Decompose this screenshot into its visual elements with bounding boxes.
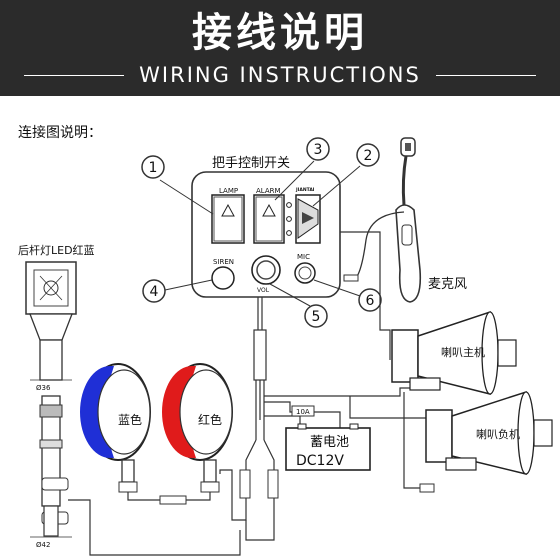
lamp-switch-face — [213, 196, 243, 242]
panel-title: 把手控制开关 — [212, 156, 290, 171]
siren-button — [211, 266, 235, 290]
lightbar-neck — [29, 313, 73, 341]
alarm-switch-arrow-icon — [262, 203, 276, 217]
mic-plug — [343, 274, 359, 282]
dim-36: Ø36 — [36, 384, 51, 392]
speaker-main-label: 喇叭主机 — [441, 345, 485, 359]
mic-cable — [355, 211, 405, 279]
callout-1-number: 1 — [149, 160, 158, 176]
mic-ptt-button — [401, 224, 413, 246]
header-rule-right — [436, 75, 536, 76]
fuse — [291, 405, 315, 417]
red-lamp-nut — [200, 481, 220, 493]
speaker-main: 喇叭主机 — [391, 310, 517, 395]
red-lamp-mount — [203, 459, 217, 483]
blue-lamp: 蓝色 — [80, 363, 151, 493]
callout-5: 5 — [269, 283, 328, 328]
lamp-switch-arrow-icon — [221, 203, 235, 217]
title-chinese: 接线说明 — [192, 10, 368, 56]
alarm-switch-face — [255, 196, 283, 242]
indicator-dot — [286, 216, 292, 222]
callout-2-number: 2 — [364, 148, 373, 164]
harness-connector — [267, 469, 279, 499]
lightbar-label: 后杆灯LED红蓝 — [18, 243, 95, 257]
indicator-dot — [286, 230, 292, 236]
speaker-sub: 喇叭负机 — [425, 390, 553, 475]
mic-jack-inner — [298, 266, 312, 280]
lamp-label: LAMP — [219, 187, 238, 195]
siren-label: SIREN — [213, 258, 234, 266]
wires — [68, 231, 431, 556]
mic-grille — [405, 143, 411, 151]
lightbar-led-icon — [43, 280, 59, 296]
speaker-connector — [419, 483, 435, 493]
blue-lamp-mount — [121, 459, 135, 483]
harness-connector — [239, 469, 251, 499]
callout-5-number: 5 — [312, 309, 321, 325]
mode-switch-arrow-icon — [302, 212, 314, 224]
lightbar-lens — [33, 269, 69, 307]
callout-3-number: 3 — [314, 142, 323, 158]
intro-text: 连接图说明： — [18, 124, 102, 141]
mic-gooseneck — [401, 155, 408, 206]
microphone: 麦克风 — [343, 137, 467, 303]
indicator-dot — [286, 202, 292, 208]
battery-voltage: DC12V — [296, 453, 344, 469]
callout-4-number: 4 — [150, 284, 159, 300]
title-english: WIRING INSTRUCTIONS — [139, 63, 421, 87]
volume-label: VOL — [257, 287, 270, 294]
dim-42: Ø42 — [36, 541, 50, 549]
battery: 蓄电池 DC12V — [285, 423, 371, 471]
pole-bracket — [41, 477, 69, 491]
header-rule-left — [24, 75, 124, 76]
callout-3: 3 — [274, 137, 330, 201]
header-banner: 接线说明 WIRING INSTRUCTIONS — [0, 0, 560, 96]
speaker-sub-label: 喇叭负机 — [476, 427, 520, 441]
red-lamp: 红色 — [162, 363, 233, 493]
blue-lamp-label: 蓝色 — [118, 413, 142, 427]
alarm-label: ALARM — [256, 187, 281, 195]
fuse-label: 10A — [296, 408, 310, 416]
blue-lamp-nut — [118, 481, 138, 493]
callout-1: 1 — [141, 155, 214, 215]
callout-4: 4 — [142, 279, 213, 303]
brand-label: JIANTAI — [295, 187, 315, 193]
lamp-connector — [159, 495, 187, 505]
pole-clamp — [39, 404, 63, 418]
callout-6: 6 — [313, 279, 382, 312]
microphone-label: 麦克风 — [428, 277, 467, 292]
pole-base — [43, 505, 59, 537]
pole-clamp — [39, 439, 63, 449]
callout-2: 2 — [312, 143, 380, 207]
mic-handle — [395, 204, 422, 303]
pole-upper — [39, 339, 63, 381]
mic-label: MIC — [297, 253, 310, 261]
battery-label: 蓄电池 — [310, 435, 349, 450]
red-lamp-label: 红色 — [198, 412, 222, 427]
volume-knob-inner — [256, 260, 276, 280]
led-light-pole: 后杆灯LED红蓝 Ø36 Ø42 — [18, 243, 95, 549]
callout-6-number: 6 — [366, 293, 375, 309]
